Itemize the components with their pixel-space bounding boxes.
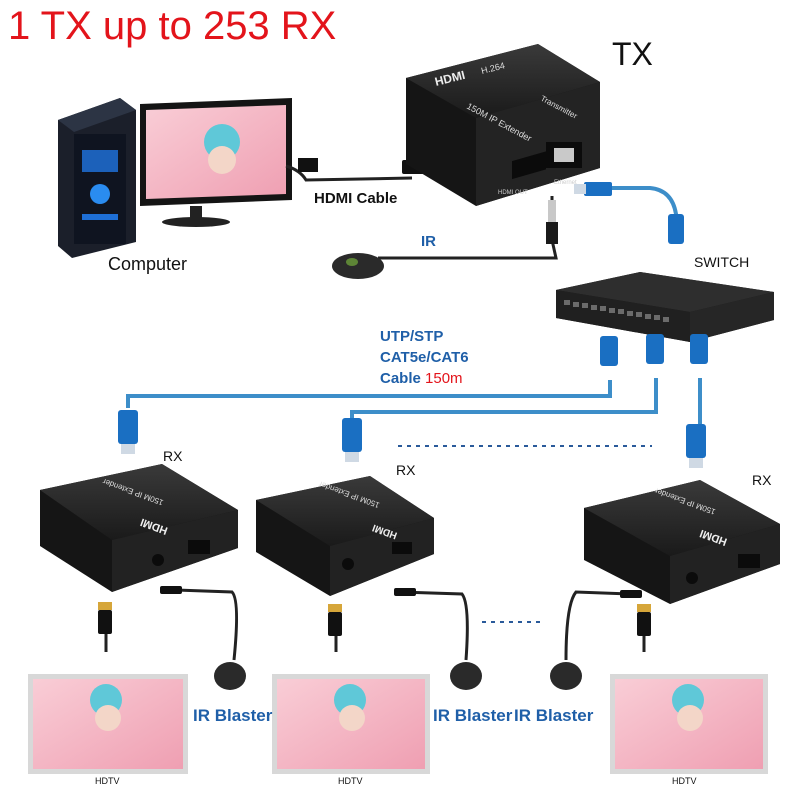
rx-output-cables bbox=[104, 588, 646, 661]
hdtv-label-1: HDTV bbox=[95, 776, 120, 786]
ir-blaster-2 bbox=[450, 662, 482, 690]
ir-blaster-1 bbox=[214, 662, 246, 690]
ir-label: IR bbox=[421, 233, 436, 250]
receiver-1 bbox=[40, 464, 238, 592]
transmitter-device bbox=[406, 44, 600, 206]
switch-port-plug-2 bbox=[646, 334, 664, 364]
rx3-label: RX bbox=[752, 472, 772, 488]
ir-blaster-label-1: IR Blaster bbox=[193, 706, 273, 725]
tx-port-ethernet: Ethernet bbox=[554, 180, 577, 186]
cable-spec-line1: UTP/STP bbox=[380, 328, 444, 345]
cable-spec: UTP/STP CAT5e/CAT6 Cable 150m bbox=[380, 326, 469, 389]
switch-label: SWITCH bbox=[694, 254, 750, 270]
network-switch bbox=[556, 272, 774, 342]
cable-spec-line3: Cable 150m bbox=[380, 368, 469, 389]
hdmi-cable-label: HDMI Cable bbox=[314, 190, 398, 207]
rj45-connectors bbox=[118, 214, 708, 458]
hdtv-2 bbox=[272, 674, 430, 774]
switch-to-rx2-cable bbox=[350, 378, 658, 418]
rx2-label: RX bbox=[396, 462, 416, 478]
receiver-2 bbox=[256, 476, 434, 596]
ir-blaster-3 bbox=[550, 662, 582, 690]
switch-port-plug-1 bbox=[600, 336, 618, 366]
switch-to-rx1-cable bbox=[126, 380, 612, 408]
hdtv-3 bbox=[610, 674, 768, 774]
switch-port-plug-3 bbox=[690, 334, 708, 364]
cable-spec-line2: CAT5e/CAT6 bbox=[380, 349, 469, 366]
rx3-plug bbox=[686, 424, 706, 458]
hdtv-label-3: HDTV bbox=[672, 776, 697, 786]
rx1-label: RX bbox=[163, 448, 183, 464]
receiver-3 bbox=[584, 480, 780, 604]
cable-length: 150m bbox=[425, 370, 463, 387]
tx-ethernet-plug bbox=[574, 182, 612, 196]
tx-to-switch-cable bbox=[580, 186, 678, 220]
switch-uplink-plug bbox=[668, 214, 684, 244]
network-cables bbox=[126, 186, 702, 424]
computer-monitor bbox=[140, 98, 292, 227]
tx-label: TX bbox=[612, 36, 653, 72]
headline: 1 TX up to 253 RX bbox=[8, 4, 337, 48]
cable-spec-prefix: Cable bbox=[380, 370, 421, 387]
computer-label: Computer bbox=[108, 254, 188, 274]
ir-blaster-label-2: IR Blaster bbox=[433, 706, 513, 725]
rx2-plug bbox=[342, 418, 362, 452]
rx1-plug bbox=[118, 410, 138, 444]
hdtv-label-2: HDTV bbox=[338, 776, 363, 786]
computer-tower bbox=[58, 98, 136, 258]
ir-receiver bbox=[332, 196, 558, 279]
hdtv-1 bbox=[28, 674, 188, 774]
ir-blaster-label-3: IR Blaster bbox=[514, 706, 594, 725]
tx-port-hdmi: HDMI OUT bbox=[498, 190, 528, 196]
ir-blasters bbox=[214, 662, 582, 690]
